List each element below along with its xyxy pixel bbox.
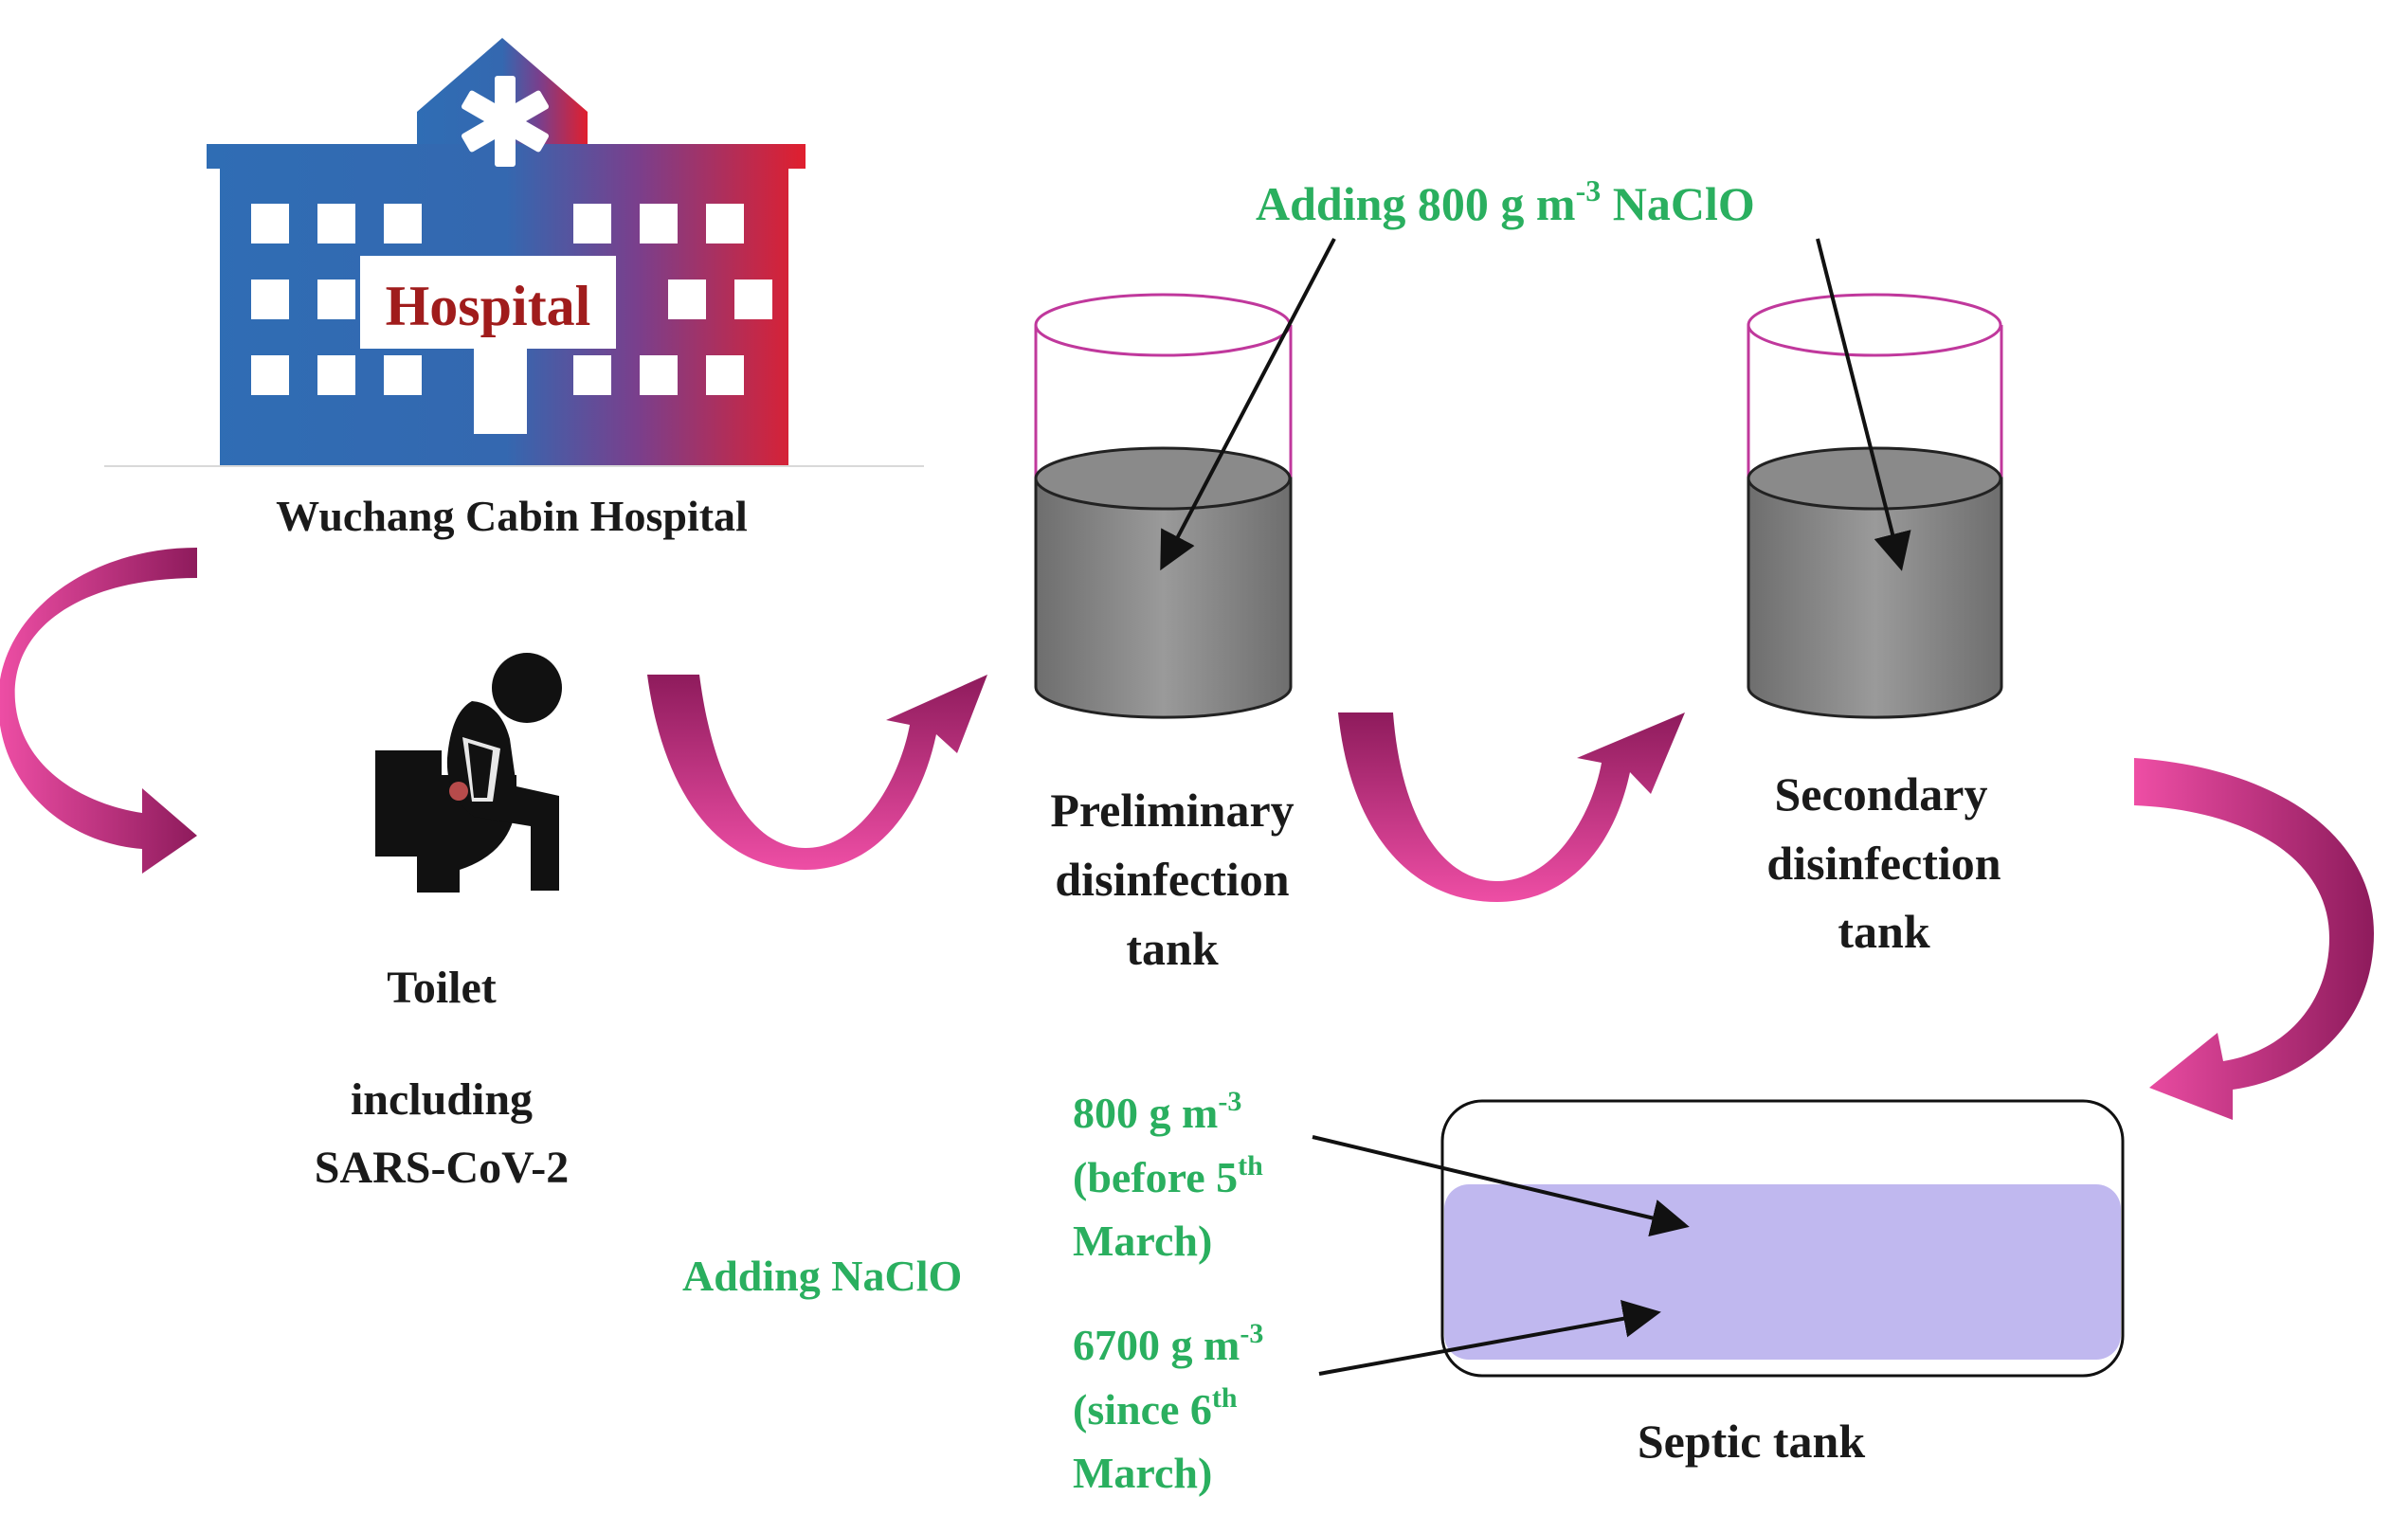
septic-dose-since-month: March)	[1073, 1449, 1212, 1497]
preliminary-tank-icon	[1034, 293, 1293, 719]
secondary-tank-label-line3: tank	[1838, 905, 1929, 958]
toilet-person-icon	[375, 653, 562, 893]
septic-dose-before-month: March)	[1073, 1217, 1212, 1265]
secondary-tank-icon	[1747, 293, 2003, 719]
septic-dose-before-date: (before 5th	[1073, 1150, 1263, 1201]
septic-dose-before-value: 800 g m-3	[1073, 1086, 1241, 1137]
septic-adding-label: Adding NaClO	[682, 1252, 962, 1300]
septic-dose-since-value: 6700 g m-3	[1073, 1318, 1263, 1369]
septic-dose-since-arrow	[1318, 1300, 1661, 1376]
preliminary-tank-label-line2: disinfection	[1055, 853, 1289, 906]
preliminary-tank-label-line3: tank	[1126, 922, 1218, 975]
top-dose-label: Adding 800 g m-3 NaClO	[1256, 173, 1755, 230]
hospital-sign-label: Hospital	[386, 275, 591, 337]
preliminary-tank-label: Preliminary disinfection tank	[1050, 784, 1294, 975]
septic-dose-since-date: (since 6th	[1073, 1382, 1238, 1434]
septic-tank-icon	[1440, 1099, 2125, 1378]
dose-arrow-to-secondary	[1816, 238, 1911, 571]
septic-dose-since: 6700 g m-3 (since 6th March)	[1073, 1318, 1263, 1497]
secondary-tank-label-line1: Secondary	[1775, 767, 1988, 821]
top-dose-exponent: -3	[1576, 173, 1602, 207]
septic-dose-before: 800 g m-3 (before 5th March)	[1073, 1086, 1263, 1265]
top-dose-prefix: Adding 800 g m	[1256, 177, 1576, 230]
hospital-building-icon	[207, 38, 806, 466]
flow-arrow-preliminary-to-secondary-icon	[1338, 712, 1685, 902]
septic-tank-label: Septic tank	[1638, 1415, 1866, 1468]
secondary-tank-label: Secondary disinfection tank	[1766, 767, 2001, 958]
hospital-caption: Wuchang Cabin Hospital	[276, 492, 748, 540]
toilet-label-line3: SARS-CoV-2	[315, 1143, 569, 1193]
flow-arrow-secondary-to-septic-icon	[2134, 758, 2374, 1120]
hospital-sign	[360, 256, 616, 349]
medical-star-icon	[462, 76, 549, 167]
septic-dose-before-arrow	[1312, 1135, 1690, 1237]
flow-arrow-hospital-to-toilet-icon	[0, 548, 197, 874]
flow-arrow-toilet-to-preliminary-icon	[647, 675, 987, 870]
toilet-label: Toilet including SARS-CoV-2	[315, 963, 569, 1193]
top-dose-suffix: NaClO	[1601, 177, 1755, 230]
preliminary-tank-label-line1: Preliminary	[1050, 784, 1294, 837]
secondary-tank-label-line2: disinfection	[1766, 837, 2001, 890]
toilet-label-line2: including	[351, 1074, 533, 1125]
dose-arrow-to-preliminary	[1160, 238, 1336, 571]
toilet-label-line1: Toilet	[387, 963, 497, 1013]
